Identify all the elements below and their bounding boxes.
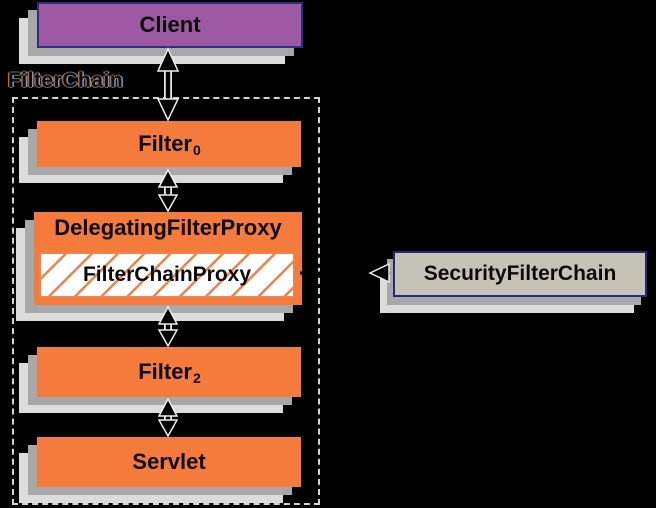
delegating-filter-proxy-box: DelegatingFilterProxy FilterChainProxy — [34, 212, 302, 305]
delegating-filter-proxy-label: DelegatingFilterProxy — [54, 215, 282, 240]
security-filter-chain-label: SecurityFilterChain — [423, 262, 617, 285]
filter-chain-group-label: FilterChain — [8, 69, 124, 92]
servlet-box: Servlet — [37, 437, 301, 487]
security-filter-chain-box: SecurityFilterChain — [393, 251, 647, 297]
filter-chain-proxy-box: FilterChainProxy — [39, 252, 295, 298]
servlet-label: Servlet — [132, 449, 206, 474]
client-label: Client — [139, 12, 201, 37]
filter2-label: Filter — [138, 359, 192, 384]
client-box: Client — [37, 2, 303, 48]
filter0-label: Filter — [138, 131, 192, 156]
filter-chain-proxy-label: FilterChainProxy — [82, 263, 252, 286]
